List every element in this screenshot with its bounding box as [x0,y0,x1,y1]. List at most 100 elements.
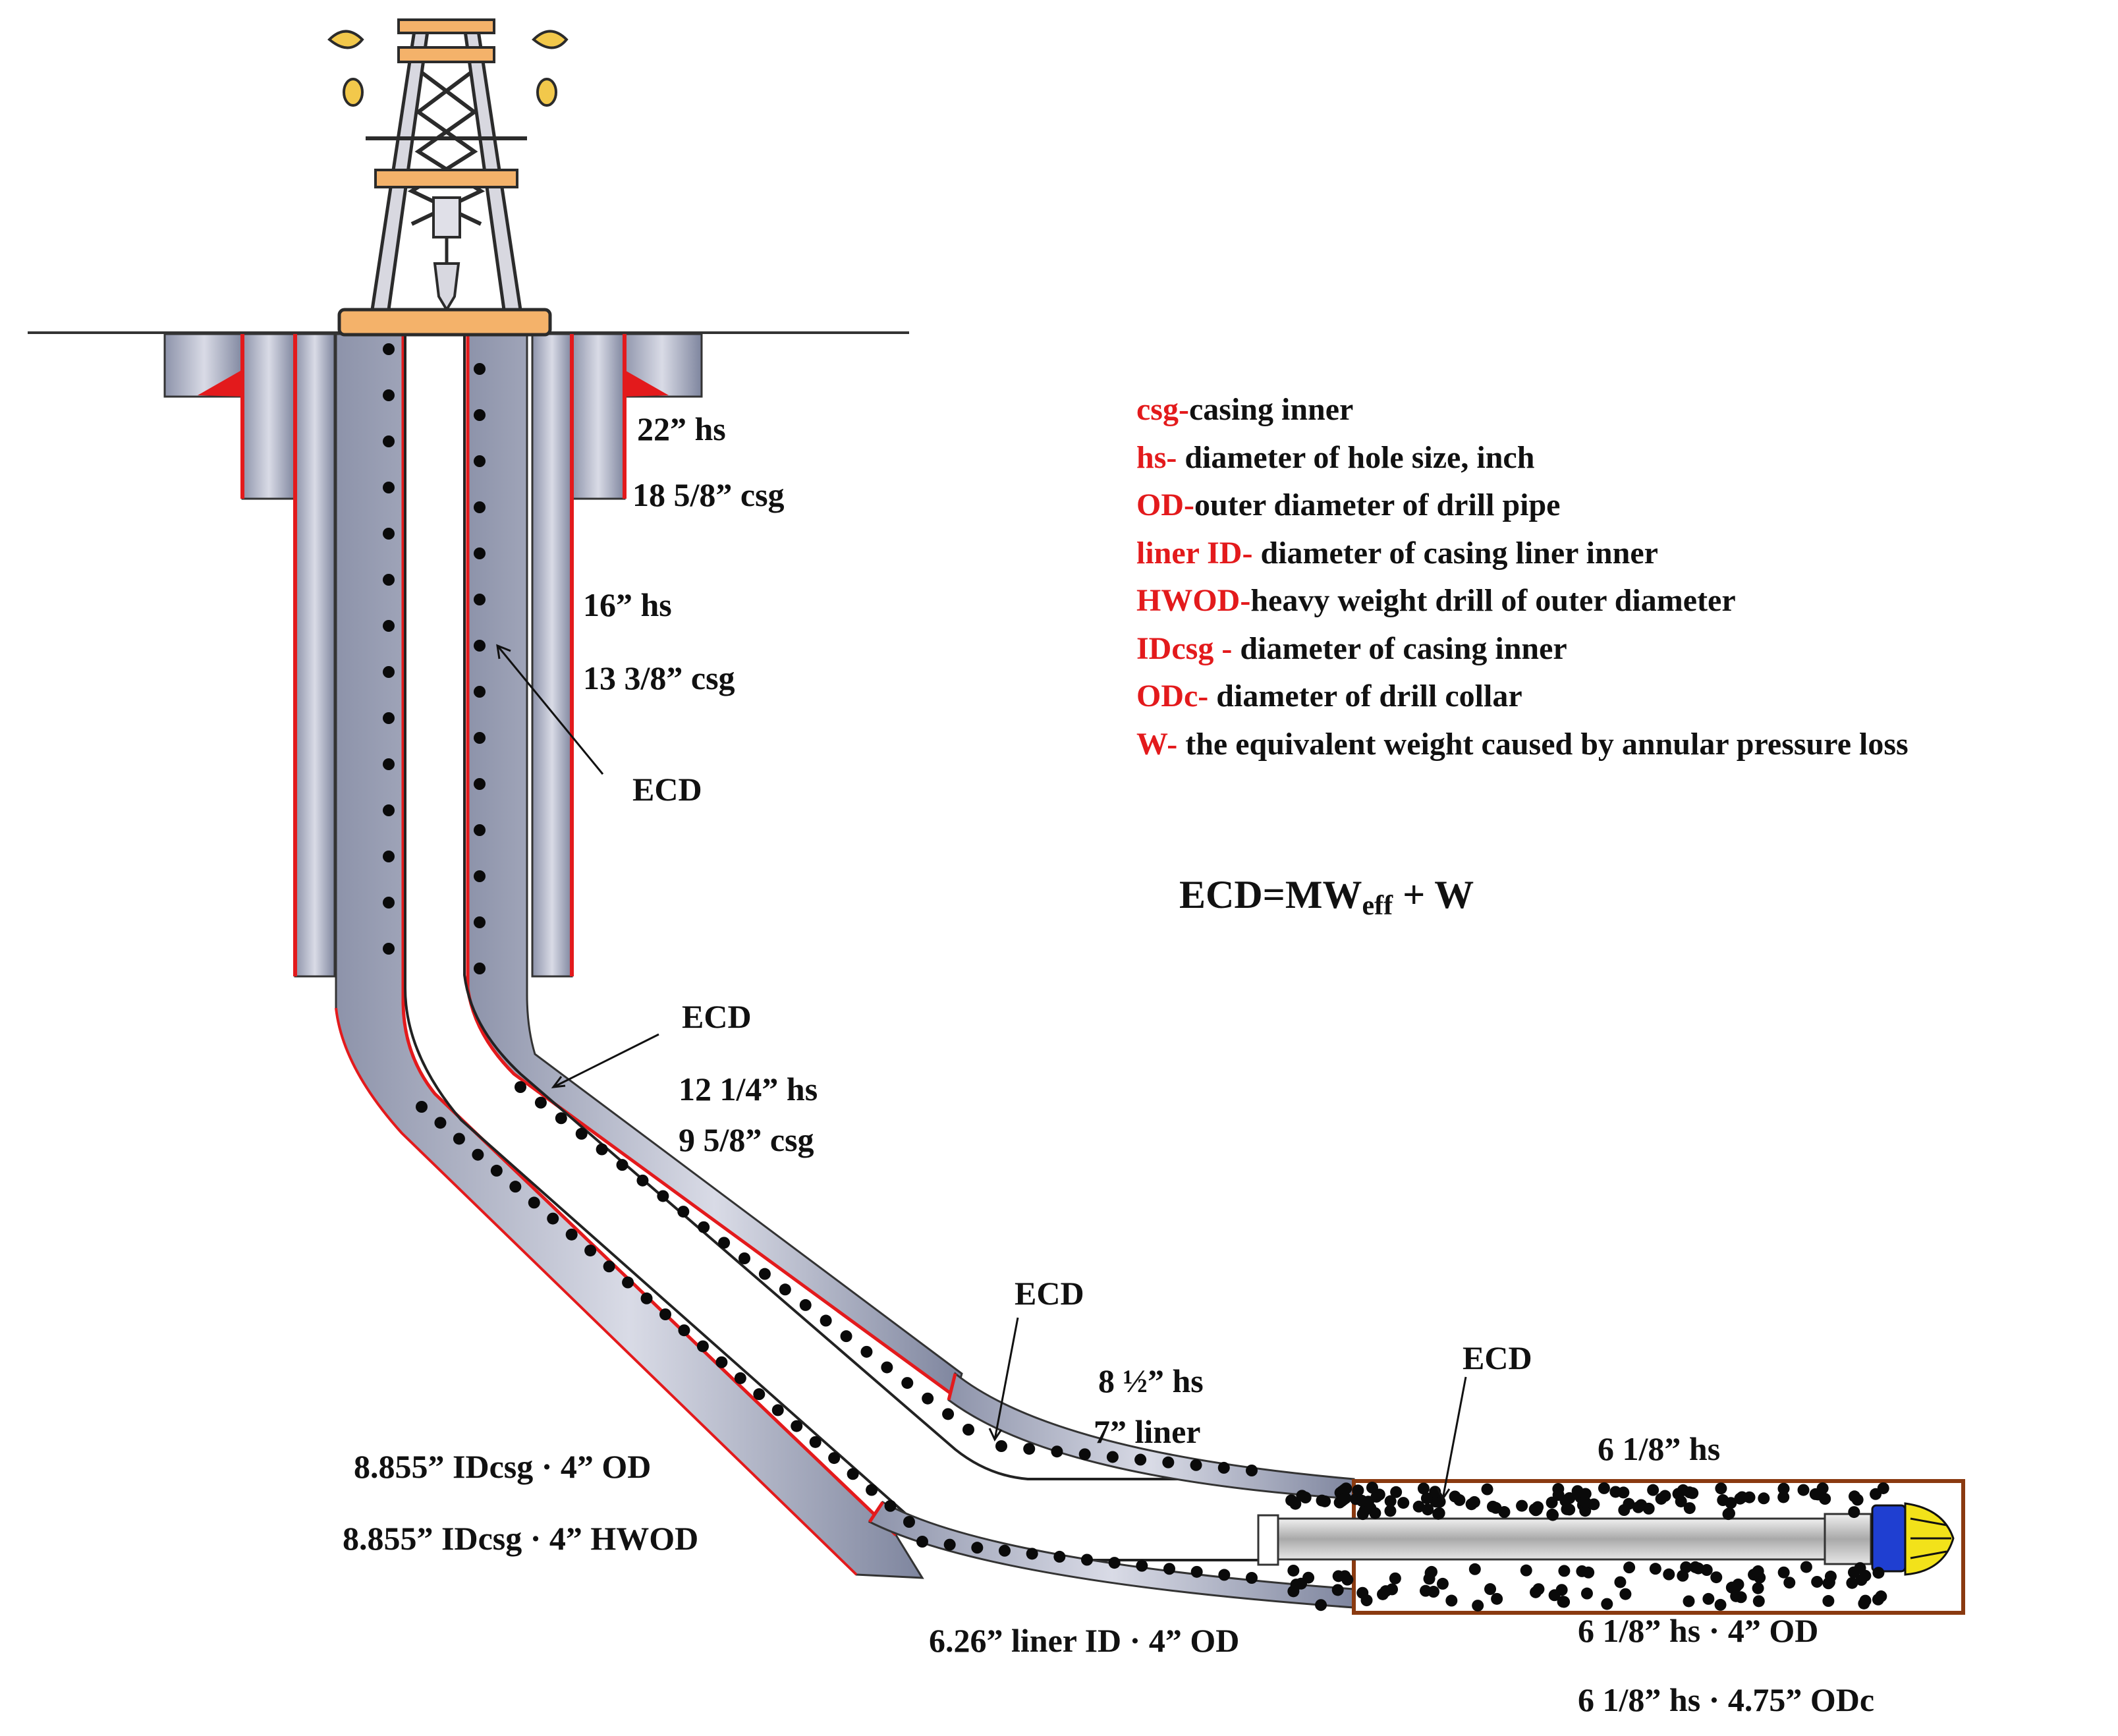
cutting-particle [575,1127,588,1140]
cutting-particle [474,870,486,882]
cutting-particle [1561,1503,1573,1515]
cutting-particle [1614,1576,1627,1588]
cutting-particle [903,1516,915,1528]
cutting-particle [474,594,486,605]
cutting-particle [1732,1578,1744,1590]
legend-text: outer diameter of drill pipe [1194,488,1561,522]
label-idcsg-od: 8.855” IDcsg · 4” OD [354,1448,652,1485]
cutting-particle [1352,1484,1364,1497]
label-18-casing: 18 5/8” csg [632,476,785,513]
cutting-particle [474,778,486,790]
legend-row: csg-casing inner [1136,386,1909,434]
cutting-particle [474,686,486,698]
cutting-particle [1777,1566,1790,1579]
cutting-particle [1680,1561,1692,1573]
cutting-particle [916,1536,928,1548]
cutting-particle [1287,1585,1300,1598]
cutting-particle [678,1324,690,1337]
ecd-formula: ECD=MWeff + W [1179,875,1474,920]
cutting-particle [1295,1577,1308,1590]
cutting-particle [840,1330,852,1343]
cutting-particle [1649,1563,1661,1575]
cutting-particle [1106,1451,1119,1463]
cutting-particle [1783,1577,1796,1589]
label-idcsg-hwod: 8.855” IDcsg · 4” HWOD [343,1520,699,1557]
label-7-liner: 7” liner [1094,1413,1201,1450]
cutting-particle [1548,1589,1561,1602]
cutting-particle [1373,1488,1385,1501]
label-open-hole-od: 6 1/8” hs · 4” OD [1578,1612,1819,1649]
cutting-particle [565,1228,578,1241]
cutting-particle [1601,1598,1613,1610]
cutting-particle [1217,1461,1230,1474]
cutting-particle [616,1159,628,1171]
drill-collar [1277,1517,1826,1561]
cutting-particle [1546,1508,1559,1521]
cutting-particle [1558,1565,1571,1577]
cutting-particle [1859,1569,1872,1582]
cutting-particle [1218,1569,1231,1581]
cutting-particle [1190,1565,1203,1578]
cutting-particle [1580,1587,1593,1600]
cutting-particle [1558,1596,1571,1608]
cutting-particle [640,1292,653,1304]
cutting-particle [1412,1500,1425,1513]
cutting-particle [1296,1490,1308,1502]
cutting-particle [383,343,395,355]
cutting-particle [1723,1507,1735,1520]
label-ecd-open-hole: ECD [1463,1339,1532,1376]
cutting-particle [1847,1566,1860,1579]
drill-pipe-right-wall [463,334,1258,1480]
cutting-particle [383,943,395,955]
cutting-particle [1702,1592,1715,1605]
cutting-particle [416,1101,428,1113]
cutting-particle [962,1424,974,1436]
cutting-particle [809,1436,822,1448]
ecd-leader-arrows [496,644,1467,1501]
legend-row: ODc- diameter of drill collar [1136,673,1909,721]
cutting-particle [603,1260,615,1273]
cutting-particle [1134,1453,1147,1466]
intermediate-casing [293,333,574,978]
cutting-particle [1190,1459,1202,1471]
cutting-particle [383,482,395,493]
cutting-particle [474,916,486,928]
drilling-rig-icon [327,18,569,337]
formula-lhs: ECD=MW [1179,873,1362,916]
cutting-particle [1530,1503,1543,1516]
cutting-particle [1582,1566,1595,1579]
cutting-particle [771,1404,784,1416]
legend-row: IDcsg - diameter of casing inner [1136,625,1909,673]
cutting-particle [383,528,395,540]
cutting-particle [383,712,395,724]
cutting-particle [1848,1490,1860,1503]
cutting-particle [779,1283,791,1296]
cutting-particle [1714,1598,1727,1611]
cutting-particle [515,1081,526,1093]
cutting-particle [1397,1497,1410,1509]
cutting-particle [1752,1565,1764,1577]
cutting-particle [1777,1482,1790,1495]
cutting-particle [1686,1487,1699,1499]
outer-rock-band [335,333,924,1579]
cutting-particle [753,1388,766,1401]
casing-red-line-left [401,334,897,1536]
legend-row: hs- diameter of hole size, inch [1136,434,1909,482]
cutting-particle [1752,1595,1765,1608]
cutting-particle [1433,1507,1445,1519]
cutting-particle [622,1276,634,1289]
surface-casing [240,333,627,500]
cutting-particle [657,1190,669,1202]
cutting-particle [1315,1599,1327,1611]
cutting-particle [1777,1491,1790,1503]
bit-sub [1824,1513,1872,1565]
cutting-particle [474,824,486,836]
cutting-particle [1341,1573,1354,1586]
cutting-particle [1717,1494,1729,1507]
cutting-particle [1053,1550,1066,1563]
cutting-particle [1609,1486,1622,1498]
cutting-particle [1023,1443,1036,1455]
cutting-particle [474,732,486,744]
